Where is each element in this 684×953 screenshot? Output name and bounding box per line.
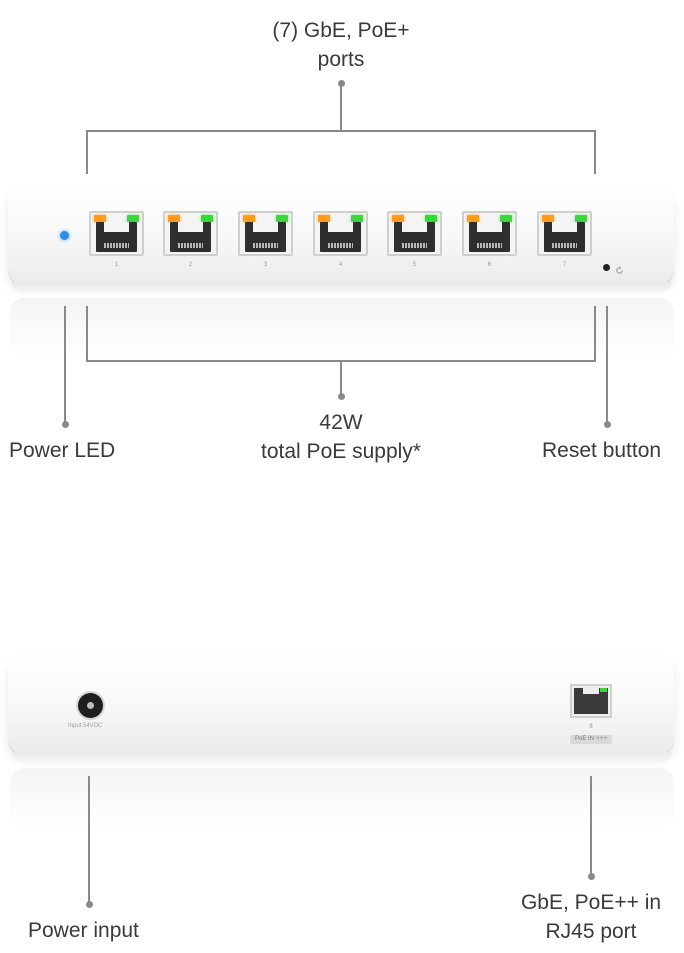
rj45-port-6[interactable] xyxy=(462,211,517,256)
uplink-rj45-port[interactable] xyxy=(570,684,612,718)
reset-button[interactable] xyxy=(603,264,610,271)
port-number-5: 5 xyxy=(412,262,417,268)
front-base-edge xyxy=(12,282,672,291)
uplink-port-number: 8 xyxy=(589,724,593,730)
power-led-indicator xyxy=(60,231,69,240)
front-reflection xyxy=(10,298,674,358)
dc-power-jack[interactable] xyxy=(78,693,103,718)
uplink-port-label: GbE, PoE++ in RJ45 port xyxy=(497,888,684,946)
rj45-port-5[interactable] xyxy=(387,211,442,256)
reset-icon xyxy=(615,262,624,274)
power-input-label: Power input xyxy=(28,919,139,942)
ports-heading-line2: ports xyxy=(317,48,365,71)
uplink-port-label-line2: RJ45 port xyxy=(545,920,637,943)
switch-rear-panel xyxy=(8,656,674,754)
port-number-7: 7 xyxy=(562,262,567,268)
poe-supply-text: total PoE supply* xyxy=(261,440,421,463)
port-number-4: 4 xyxy=(338,262,343,268)
port-number-6: 6 xyxy=(487,262,492,268)
poe-supply-label: 42W total PoE supply* xyxy=(230,408,452,466)
reset-button-label: Reset button xyxy=(542,439,662,462)
port-number-1: 1 xyxy=(114,262,119,268)
power-led-label: Power LED xyxy=(9,439,116,462)
ports-heading: (7) GbE, PoE+ ports xyxy=(240,16,442,74)
rear-reflection xyxy=(10,768,674,828)
uplink-port-label-line1: GbE, PoE++ in xyxy=(520,891,662,914)
rj45-port-2[interactable] xyxy=(163,211,218,256)
poe-in-tag: PoE IN ⚡++ xyxy=(570,735,612,744)
rj45-port-7[interactable] xyxy=(537,211,592,256)
port-number-2: 2 xyxy=(188,262,193,268)
rj45-port-1[interactable] xyxy=(89,211,144,256)
uplink-link-led xyxy=(600,688,607,692)
rear-base-edge xyxy=(12,752,672,761)
ports-heading-line1: (7) GbE, PoE+ xyxy=(272,19,410,42)
port-number-3: 3 xyxy=(263,262,268,268)
dc-input-rating: Input 54VDC xyxy=(68,723,103,729)
poe-supply-watts: 42W xyxy=(319,411,363,434)
rj45-port-4[interactable] xyxy=(313,211,368,256)
rj45-port-3[interactable] xyxy=(238,211,293,256)
